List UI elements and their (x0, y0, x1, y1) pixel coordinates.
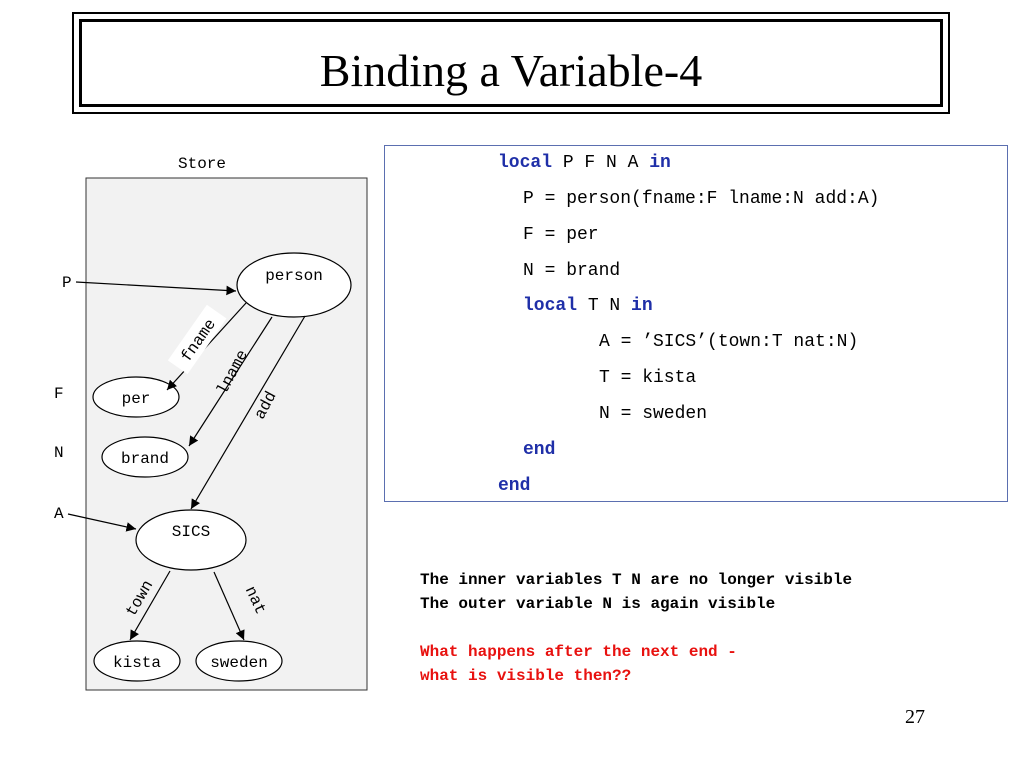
code-line-7: T = kista (599, 368, 697, 388)
node-person (236, 252, 352, 318)
var-label-p: P (62, 274, 72, 292)
code-line-8: N = sweden (599, 404, 708, 424)
node-sweden (195, 640, 283, 682)
edge-add (190, 315, 306, 510)
node-sweden-label: sweden (210, 654, 268, 672)
node-per (92, 376, 180, 418)
code-line-2: P = person(fname:F lname:N add:A) (523, 189, 880, 209)
node-brand-label: brand (121, 450, 169, 468)
keyword-local: local (523, 296, 578, 316)
arrow-a-to-sics (67, 513, 137, 532)
keyword-end: end (498, 476, 531, 496)
var-label-a: A (54, 505, 64, 523)
edge-town (129, 570, 171, 641)
code-line-6: A = ’SICS’(town:T nat:N) (599, 332, 859, 352)
code-line-1: local P F N A in (498, 153, 671, 173)
node-sics (135, 509, 247, 571)
question-line-2: what is visible then?? (420, 667, 632, 685)
edge-nat (213, 571, 245, 641)
code-line-4: N = brand (523, 261, 621, 281)
node-kista (93, 640, 181, 682)
note-inner-variables: The inner variables T N are no longer vi… (420, 571, 853, 589)
node-kista-label: kista (113, 654, 161, 672)
edge-lname (188, 316, 273, 447)
var-label-f: F (54, 385, 64, 403)
keyword-end: end (523, 440, 556, 460)
keyword-local: local (498, 153, 553, 173)
node-sics-label: SICS (172, 523, 210, 541)
keyword-in: in (631, 296, 653, 316)
code-line-5: local T N in (523, 296, 653, 316)
title-inner-frame: Binding a Variable-4 (79, 19, 943, 107)
code-line-3: F = per (523, 225, 599, 245)
code-box: local P F N A in P = person(fname:F lnam… (384, 145, 1008, 502)
arrow-p-to-person (75, 281, 237, 296)
slide-title: Binding a Variable-4 (319, 45, 703, 96)
node-brand (101, 436, 189, 478)
store-label: Store (178, 155, 226, 173)
code-vars: P F N A (552, 153, 650, 173)
code-line-9: end (523, 440, 555, 460)
node-per-label: per (122, 390, 151, 408)
title-frame: Binding a Variable-4 (72, 12, 950, 114)
edge-label-fname-background (167, 304, 227, 375)
note-outer-variable: The outer variable N is again visible (420, 595, 776, 613)
node-person-label: person (265, 267, 323, 285)
code-line-10: end (498, 476, 530, 496)
question-line-1: What happens after the next end - (420, 643, 737, 661)
code-vars: T N (577, 296, 632, 316)
page-number: 27 (905, 706, 925, 728)
keyword-in: in (649, 153, 671, 173)
var-label-n: N (54, 444, 64, 462)
